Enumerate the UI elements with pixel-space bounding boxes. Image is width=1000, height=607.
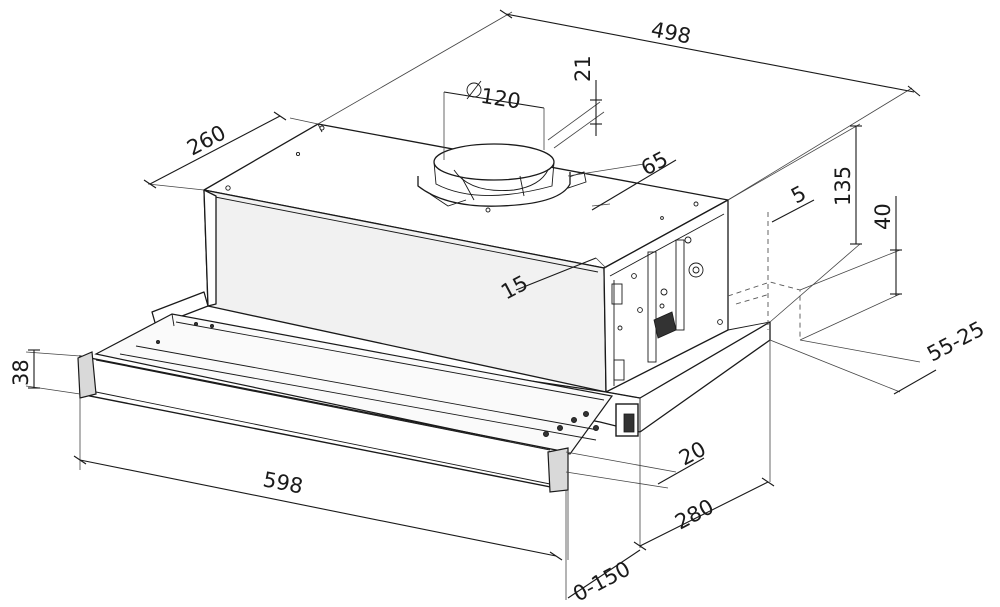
arrow-ticks bbox=[28, 9, 921, 561]
dimension-lines bbox=[25, 9, 937, 600]
dim-panel-height: 38 bbox=[9, 359, 33, 386]
panel-end-cap-left bbox=[77, 351, 97, 399]
dim-overall-width: 598 bbox=[261, 467, 305, 498]
dim-pull-out-offset: 20 bbox=[675, 437, 710, 471]
wall-outline bbox=[727, 281, 801, 340]
dim-bracket-height: 40 bbox=[871, 203, 895, 230]
duct-collar-top bbox=[433, 143, 555, 181]
dim-body-height: 135 bbox=[831, 166, 855, 206]
drawer-rail-top bbox=[94, 313, 614, 455]
dim-bracket-range: 55-25 bbox=[923, 317, 988, 367]
dim-extension-range: 0-150 bbox=[569, 557, 634, 607]
duct-collar bbox=[417, 143, 571, 213]
dim-duct-offset: 65 bbox=[637, 147, 672, 181]
rail-screws bbox=[155, 321, 600, 437]
dim-pull-out-depth: 280 bbox=[671, 494, 718, 534]
dim-overall-depth: 498 bbox=[649, 17, 693, 48]
panel-end-cap-right bbox=[547, 447, 569, 493]
dim-duct-diameter: 120 bbox=[479, 84, 522, 114]
dim-collar-height: 21 bbox=[571, 55, 595, 82]
